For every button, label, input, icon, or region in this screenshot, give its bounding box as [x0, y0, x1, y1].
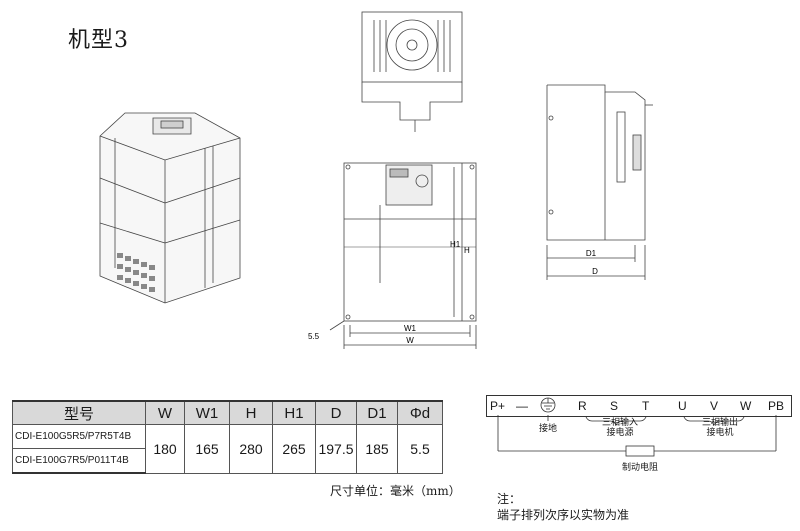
input-label-1: 三相输入: [602, 416, 638, 427]
terminal-u: U: [678, 399, 687, 413]
header-h1: H1: [272, 400, 316, 425]
side-view-drawing: D1 D: [546, 84, 653, 280]
dim-d-label: D: [592, 267, 598, 276]
dim-w1-label: W1: [404, 324, 417, 333]
terminal-t: T: [642, 399, 650, 413]
table-header-row: 型号 W W1 H H1 D D1 Φd: [12, 400, 443, 425]
dim-5-5-label: 5.5: [308, 332, 320, 341]
header-w1: W1: [184, 400, 230, 425]
header-model: 型号: [12, 400, 146, 425]
terminal-s: S: [610, 399, 618, 413]
value-w1: 165: [184, 424, 230, 474]
terminal-pb: PB: [768, 399, 784, 413]
note-text: 端子排列次序以实物为准: [497, 508, 630, 522]
value-w: 180: [145, 424, 185, 474]
output-label-2: 接电机: [706, 426, 733, 437]
value-phi-d: 5.5: [397, 424, 443, 474]
terminal-strip: [486, 395, 792, 417]
resistor-label: 制动电阻: [622, 461, 658, 472]
input-label-2: 接电源: [606, 426, 633, 437]
header-h: H: [229, 400, 273, 425]
dim-w-label: W: [406, 336, 414, 345]
note-heading: 注：: [497, 492, 522, 506]
value-h: 280: [229, 424, 273, 474]
ground-label: 接地: [539, 422, 557, 433]
header-d: D: [315, 400, 357, 425]
terminal-note: 注： 端子排列次序以实物为准: [497, 491, 629, 523]
top-view-drawing: [361, 11, 463, 132]
header-d1: D1: [356, 400, 398, 425]
value-d: 197.5: [315, 424, 357, 474]
model-title: 机型3: [68, 28, 129, 53]
dim-h-label: H: [464, 246, 470, 255]
table-row: CDI-E100G5R5/P7R5T4B 180 165 280 265 197…: [12, 424, 443, 474]
ground-icon: [540, 397, 556, 413]
terminal-w: W: [740, 399, 752, 413]
terminal-diagram: P+ — R S T U V W PB 接地 三相输入 接电源 三相输出 接电机…: [490, 397, 784, 472]
value-d1: 185: [356, 424, 398, 474]
table-row: CDI-E100G7R5/P011T4B: [12, 448, 443, 474]
front-view-drawing: W1 W H1 H 5.5: [308, 162, 477, 349]
terminal-v: V: [710, 399, 718, 413]
dim-h1-label: H1: [450, 240, 461, 249]
value-h1: 265: [272, 424, 316, 474]
dimension-table: 型号 W W1 H H1 D D1 Φd CDI-E100G5R5/P7R5T4…: [12, 400, 443, 474]
output-label-1: 三相输出: [702, 416, 738, 427]
product-isometric-drawing: [99, 112, 241, 304]
model-cell: CDI-E100G7R5/P011T4B: [12, 448, 146, 474]
dim-d1-label: D1: [586, 249, 597, 258]
model-cell: CDI-E100G5R5/P7R5T4B: [12, 424, 146, 449]
terminal-p-plus: P+: [490, 399, 505, 413]
terminal-minus: —: [516, 399, 528, 413]
terminal-r: R: [578, 399, 587, 413]
header-phi-d: Φd: [397, 400, 443, 425]
unit-note: 尺寸单位：毫米（mm）: [330, 484, 461, 498]
header-w: W: [145, 400, 185, 425]
